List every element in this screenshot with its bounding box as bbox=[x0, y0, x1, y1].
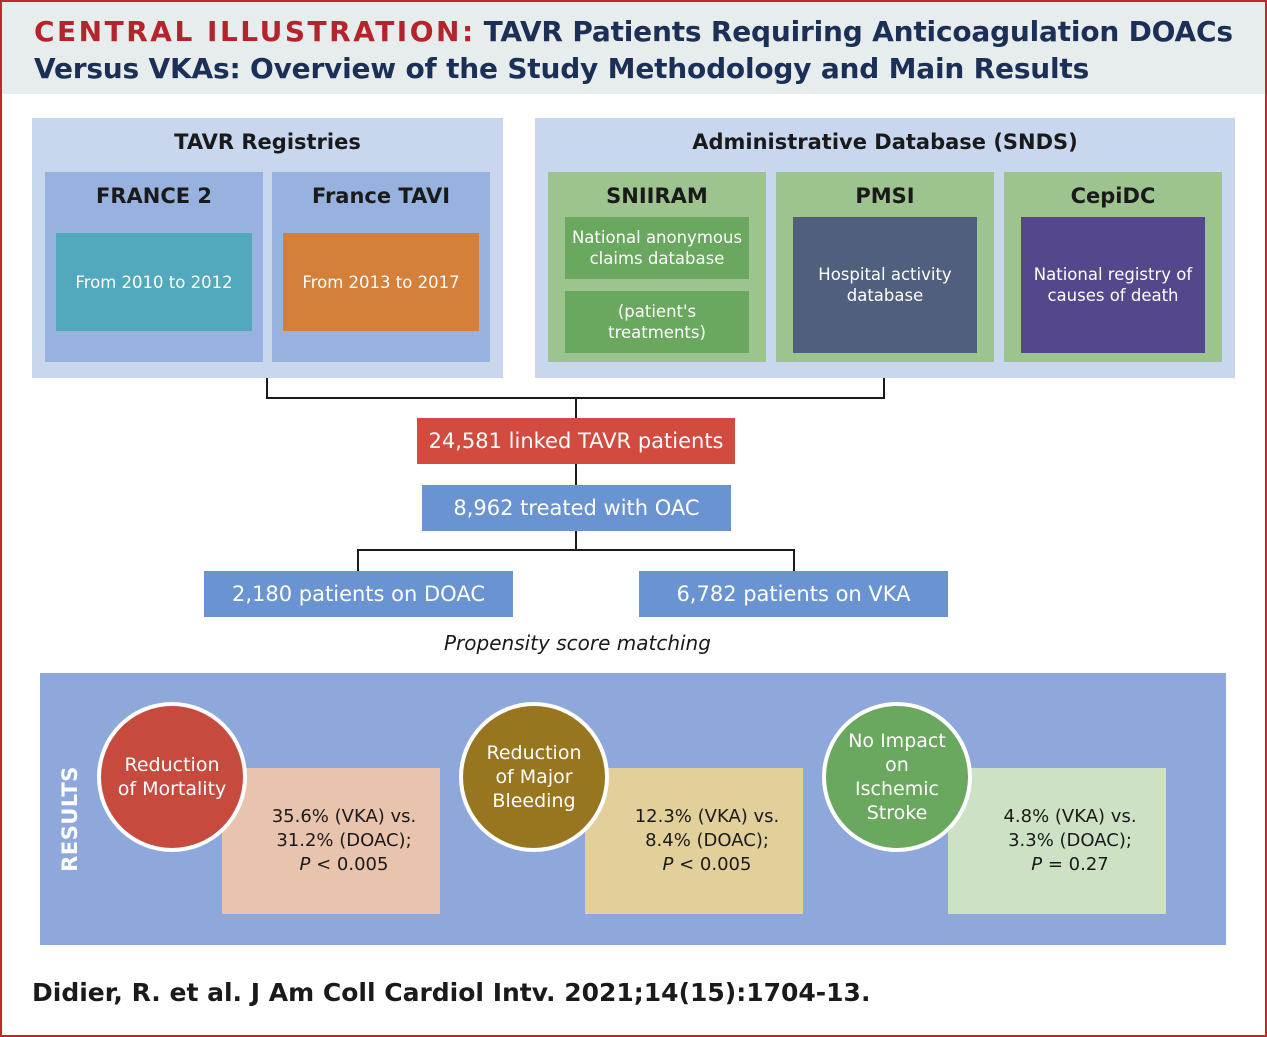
connector-left-drop bbox=[266, 378, 268, 399]
france-tavi-panel: France TAVI From 2013 to 2017 bbox=[272, 172, 490, 362]
stroke-p-value: P = 0.27 bbox=[1031, 854, 1109, 875]
mortality-p-value: P < 0.005 bbox=[299, 854, 389, 875]
cepidc-panel: CepiDC National registry of causes of de… bbox=[1004, 172, 1222, 362]
oac-treated-box: 8,962 treated with OAC bbox=[422, 485, 731, 531]
mortality-vka-value: 35.6% (VKA) vs. bbox=[271, 806, 417, 827]
registries-title: TAVR Registries bbox=[174, 130, 361, 154]
header-title-line2: Versus VKAs: Overview of the Study Metho… bbox=[34, 52, 1090, 85]
stroke-result-box: 4.8% (VKA) vs. 3.3% (DOAC); P = 0.27 bbox=[948, 768, 1166, 914]
pmsi-box: Hospital activity database bbox=[793, 217, 977, 353]
connector-treated-split bbox=[575, 531, 577, 551]
mortality-circle: Reduction of Mortality bbox=[97, 702, 247, 852]
mortality-result-box: 35.6% (VKA) vs. 31.2% (DOAC); P < 0.005 bbox=[222, 768, 440, 914]
pmsi-text: Hospital activity database bbox=[818, 265, 952, 305]
bleeding-vka-value: 12.3% (VKA) vs. bbox=[634, 806, 780, 827]
title-part1: TAVR Patients Requiring Anticoagulation … bbox=[483, 15, 1233, 48]
cepidc-text: National registry of causes of death bbox=[1033, 265, 1193, 305]
france-tavi-period-box: From 2013 to 2017 bbox=[283, 233, 479, 331]
header: CENTRAL ILLUSTRATION:TAVR Patients Requi… bbox=[2, 2, 1265, 94]
france-tavi-title: France TAVI bbox=[311, 184, 451, 208]
sniiram-claims-text: National anonymous claims database bbox=[571, 228, 743, 268]
connector-to-linked bbox=[575, 397, 577, 418]
bleeding-p-value: P < 0.005 bbox=[662, 854, 752, 875]
citation: Didier, R. et al. J Am Coll Cardiol Intv… bbox=[32, 978, 871, 1007]
stroke-circle: No Impact on Ischemic Stroke bbox=[822, 702, 972, 852]
database-title: Administrative Database (SNDS) bbox=[692, 130, 1078, 154]
connector-linked-treated bbox=[575, 464, 577, 485]
pmsi-title: PMSI bbox=[855, 184, 915, 208]
france2-title: FRANCE 2 bbox=[95, 184, 213, 208]
results-label: RESULTS bbox=[58, 766, 82, 872]
france2-period: From 2010 to 2012 bbox=[75, 272, 233, 292]
sniiram-claims-box: National anonymous claims database bbox=[565, 217, 749, 279]
registries-panel: TAVR Registries FRANCE 2 From 2010 to 20… bbox=[32, 118, 503, 378]
stroke-doac-value: 3.3% (DOAC); bbox=[1008, 830, 1132, 851]
doac-patients-box: 2,180 patients on DOAC bbox=[204, 571, 513, 617]
sniiram-treatments-box: (patient's treatments) bbox=[565, 291, 749, 353]
connector-right-drop bbox=[883, 378, 885, 399]
cepidc-box: National registry of causes of death bbox=[1021, 217, 1205, 353]
france2-panel: FRANCE 2 From 2010 to 2012 bbox=[45, 172, 263, 362]
bleeding-doac-value: 8.4% (DOAC); bbox=[645, 830, 769, 851]
vka-patients-box: 6,782 patients on VKA bbox=[639, 571, 948, 617]
bleeding-circle: Reduction of Major Bleeding bbox=[459, 702, 609, 852]
database-panel: Administrative Database (SNDS) SNIIRAM N… bbox=[535, 118, 1235, 378]
connector-split-bar bbox=[357, 549, 795, 551]
cepidc-title: CepiDC bbox=[1070, 184, 1156, 208]
france2-period-box: From 2010 to 2012 bbox=[56, 233, 252, 331]
stroke-vka-value: 4.8% (VKA) vs. bbox=[1003, 806, 1137, 827]
propensity-matching-label: Propensity score matching bbox=[444, 631, 711, 655]
results-panel: RESULTS 35.6% (VKA) vs. 31.2% (DOAC); P … bbox=[40, 673, 1226, 945]
connector-to-vka bbox=[793, 549, 795, 571]
sniiram-title: SNIIRAM bbox=[606, 184, 708, 208]
france-tavi-period: From 2013 to 2017 bbox=[302, 272, 460, 292]
bleeding-result-box: 12.3% (VKA) vs. 8.4% (DOAC); P < 0.005 bbox=[585, 768, 803, 914]
linked-patients-box: 24,581 linked TAVR patients bbox=[417, 418, 735, 464]
pmsi-panel: PMSI Hospital activity database bbox=[776, 172, 994, 362]
sniiram-panel: SNIIRAM National anonymous claims databa… bbox=[548, 172, 766, 362]
sniiram-treatments-text: (patient's treatments) bbox=[608, 302, 706, 342]
mortality-doac-value: 31.2% (DOAC); bbox=[276, 830, 412, 851]
connector-to-doac bbox=[357, 549, 359, 571]
header-title-line1: CENTRAL ILLUSTRATION:TAVR Patients Requi… bbox=[34, 15, 1233, 48]
central-illustration-label: CENTRAL ILLUSTRATION: bbox=[34, 15, 476, 48]
